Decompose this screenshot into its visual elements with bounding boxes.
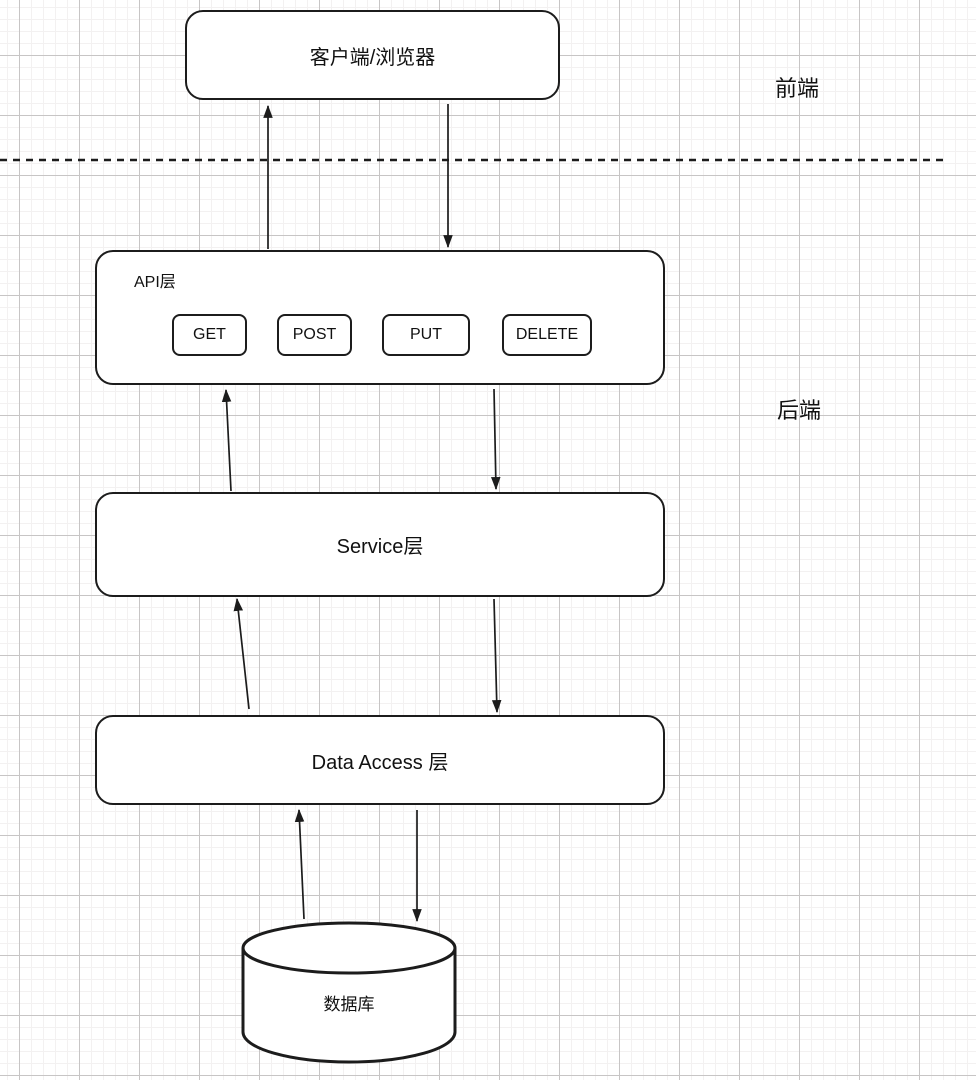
- method-chip-post-label: POST: [292, 326, 337, 343]
- arrow-database-to-dataaccess: [294, 808, 305, 920]
- database-cylinder-top: [241, 921, 457, 975]
- method-chip-get-label: GET: [193, 326, 226, 343]
- frontend-zone-label[interactable]: 前端: [775, 76, 820, 101]
- method-chip-put[interactable]: PUT: [382, 314, 470, 356]
- arrow-service-to-api: [221, 388, 232, 492]
- method-chip-post[interactable]: POST: [277, 314, 352, 356]
- client-browser-label: 客户端/浏览器: [309, 46, 436, 69]
- method-chip-delete-label: DELETE: [515, 326, 579, 343]
- service-layer-node[interactable]: Service层: [95, 492, 665, 597]
- arrow-api-to-service: [490, 388, 501, 491]
- method-chip-get[interactable]: GET: [172, 314, 247, 356]
- arrow-dataaccess-to-service: [233, 597, 250, 710]
- client-browser-node[interactable]: 客户端/浏览器: [185, 10, 560, 100]
- data-access-layer-label: Data Access 层: [311, 751, 449, 774]
- database-label: 数据库: [323, 995, 375, 1014]
- api-layer-node[interactable]: API层 GET POST PUT DELETE: [95, 250, 665, 385]
- data-access-layer-node[interactable]: Data Access 层: [95, 715, 665, 805]
- api-layer-label: API层: [134, 274, 176, 291]
- service-layer-label: Service层: [336, 536, 424, 558]
- arrow-service-to-dataaccess: [491, 598, 502, 714]
- method-chip-put-label: PUT: [410, 326, 442, 343]
- method-chip-delete[interactable]: DELETE: [502, 314, 592, 356]
- backend-zone-label[interactable]: 后端: [777, 398, 822, 423]
